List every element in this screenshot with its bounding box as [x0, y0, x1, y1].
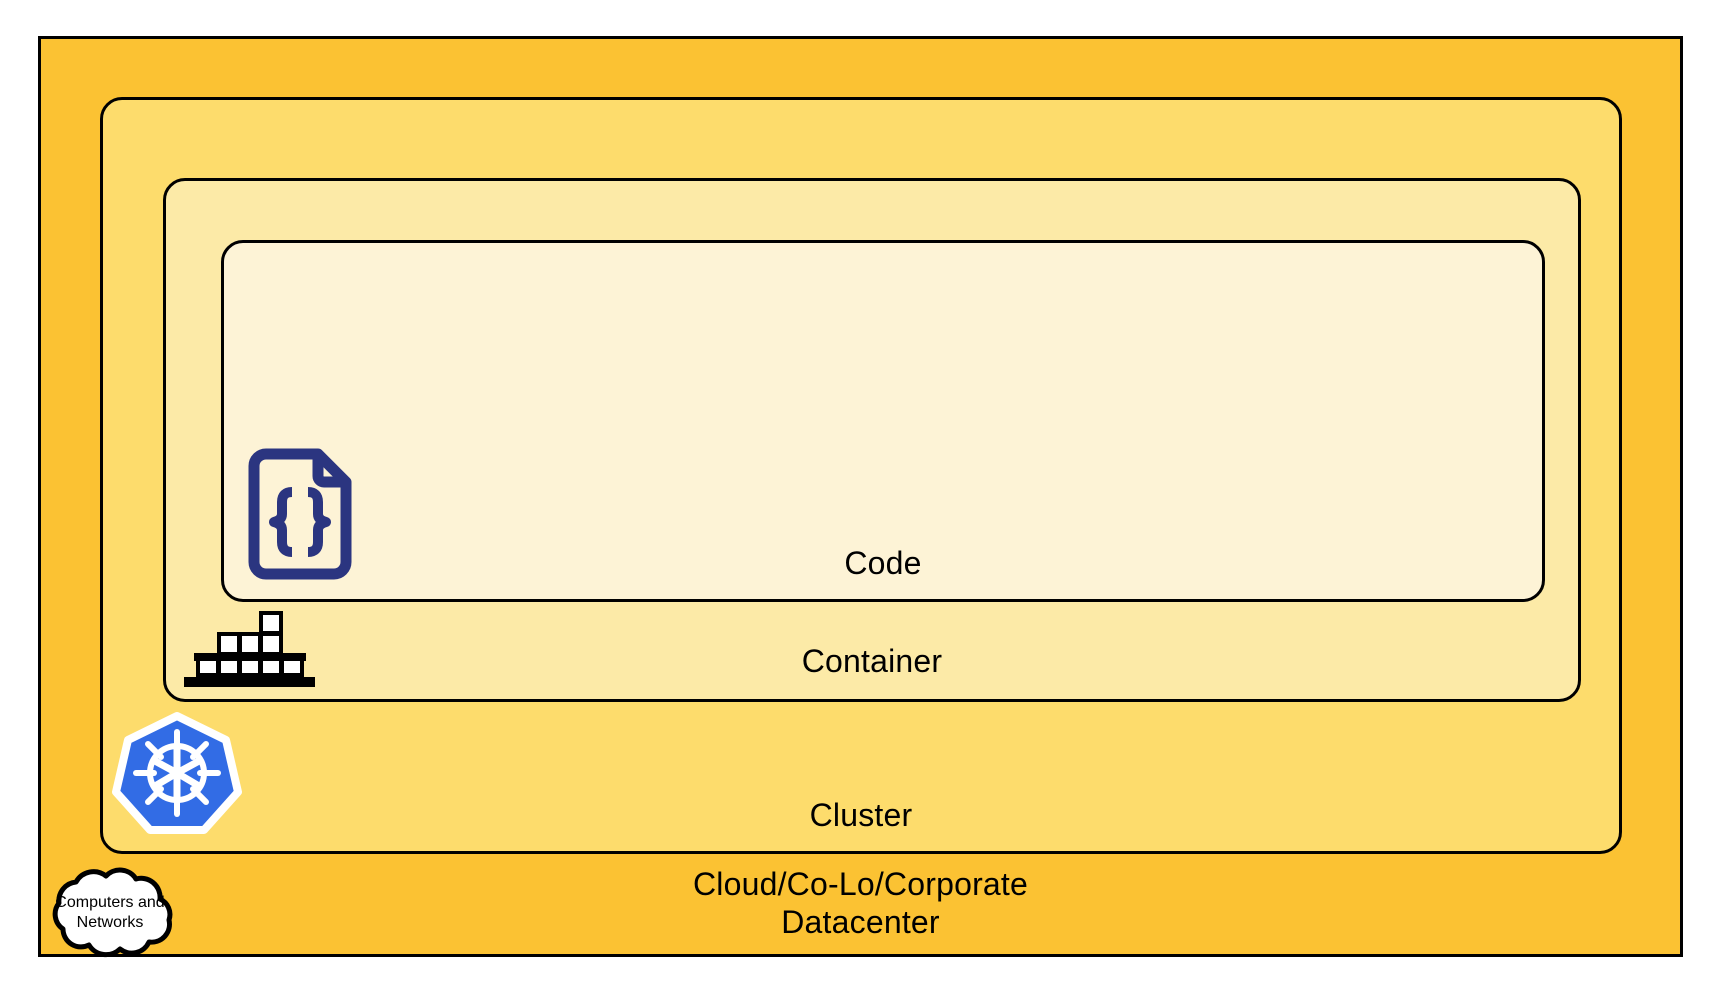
code-file-braces-icon	[242, 448, 358, 580]
kubernetes-helm-wheel-icon	[112, 712, 242, 834]
layer-label-code: Code	[844, 545, 922, 581]
cloud-shape-icon	[52, 867, 173, 958]
layer-label-datacenter: Cloud/Co-Lo/Corporate Datacenter	[692, 866, 1029, 940]
layer-code[interactable]	[221, 240, 1545, 602]
cloud-callout-label: Computers and Networks	[55, 893, 165, 931]
layer-label-container: Container	[801, 643, 943, 679]
computers-networks-cloud-callout[interactable]: Computers and Networks	[32, 858, 188, 968]
layer-label-cluster: Cluster	[809, 797, 913, 833]
container-boxes-stack-icon	[182, 605, 317, 695]
